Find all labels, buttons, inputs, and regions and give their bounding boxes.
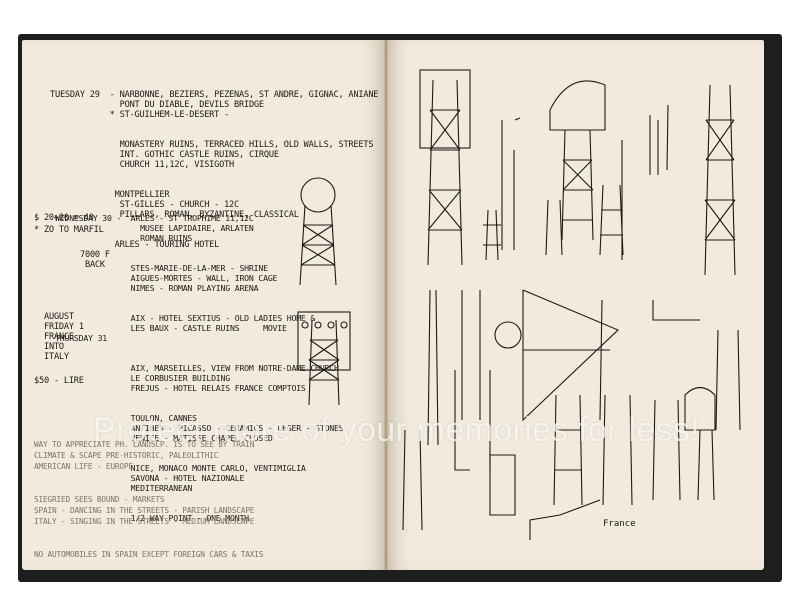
- margin-back: 7000 F BACK: [80, 250, 110, 270]
- left-page: [22, 40, 386, 570]
- left-radio-tower-sketch: [299, 177, 337, 286]
- margin-august: AUGUST FRIDAY 1 FRANCE INTO ITALY: [44, 312, 84, 362]
- right-pylon-sketches: [402, 69, 741, 540]
- tuesday-notes: TUESDAY 29 - NARBONNE, BEZIERS, PEZENAS,…: [50, 90, 379, 250]
- right-page: [386, 40, 764, 570]
- margin-lire: $50 - LIRE: [34, 376, 84, 386]
- left-pylon-sketch: [297, 311, 351, 406]
- book-gutter: [384, 40, 388, 570]
- margin-money: $ 20+20 = 40: [34, 213, 94, 223]
- wednesday-notes: WEDNESDAY 30 - ARLES - ST TROPHIME 11,12…: [55, 213, 344, 523]
- faint-notes: WAY TO APPRECIATE PH. LANDSCP. IS TO SEE…: [34, 440, 264, 559]
- watermark-banner: Protect more of your memories for less!: [93, 410, 700, 449]
- sketch-label-france: France: [603, 519, 636, 529]
- margin-marfil: * ZO TO MARFIL: [34, 225, 104, 235]
